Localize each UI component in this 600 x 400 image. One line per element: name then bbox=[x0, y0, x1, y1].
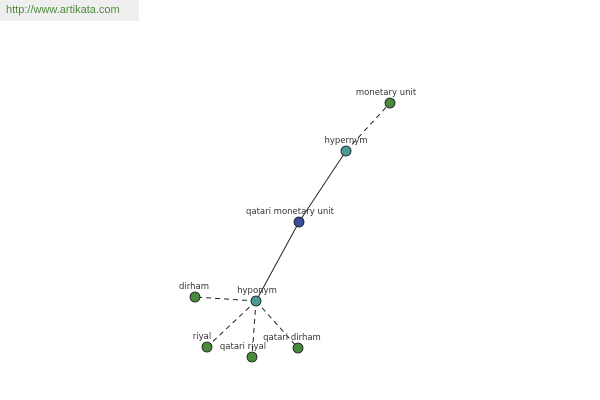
edge-hyponym-to-riyal bbox=[206, 300, 257, 348]
site-url-link[interactable]: http://www.artikata.com bbox=[6, 4, 120, 16]
node-dot-dirham[interactable] bbox=[189, 291, 201, 303]
edge-hyponym-to-qatari-riyal bbox=[251, 300, 257, 358]
node-dot-monetary-unit[interactable] bbox=[384, 97, 396, 109]
node-dot-qatari-dirham[interactable] bbox=[292, 342, 304, 354]
node-qatari-monetary-unit[interactable]: qatari monetary unit bbox=[246, 207, 335, 228]
node-label-qatari-monetary-unit: qatari monetary unit bbox=[246, 207, 335, 217]
node-qatari-riyal[interactable]: qatari riyal bbox=[220, 342, 266, 363]
node-dot-qatari-riyal[interactable] bbox=[246, 351, 258, 363]
node-label-qatari-dirham: qatari dirham bbox=[263, 333, 321, 343]
graph-edges bbox=[194, 102, 391, 358]
node-dot-hyponym[interactable] bbox=[250, 295, 262, 307]
node-monetary-unit[interactable]: monetary unit bbox=[356, 88, 417, 109]
node-dot-hypernym[interactable] bbox=[340, 145, 352, 157]
node-riyal[interactable]: riyal bbox=[193, 332, 213, 353]
graph-nodes: qatari monetary unit hypernym monetary uni… bbox=[179, 88, 417, 363]
node-dot-qatari-monetary-unit[interactable] bbox=[293, 216, 305, 228]
node-hypernym[interactable]: hypernym bbox=[324, 136, 368, 157]
node-qatari-dirham[interactable]: qatari dirham bbox=[263, 333, 321, 354]
node-dot-riyal[interactable] bbox=[201, 341, 213, 353]
node-label-riyal: riyal bbox=[193, 332, 211, 342]
node-label-qatari-riyal: qatari riyal bbox=[220, 342, 266, 352]
edge-hyponym-to-dirham bbox=[194, 296, 257, 302]
edge-hyponym-to-qatari-dirham bbox=[255, 300, 299, 349]
node-hyponym[interactable]: hyponym bbox=[237, 286, 277, 307]
node-label-hypernym: hypernym bbox=[324, 136, 367, 146]
edge-hypernym-to-monetary-unit bbox=[345, 102, 391, 152]
url-bar: http://www.artikata.com bbox=[0, 0, 139, 21]
node-label-hyponym: hyponym bbox=[237, 286, 277, 296]
node-label-dirham: dirham bbox=[179, 282, 209, 292]
edge-qatari-monetary-unit-to-hyponym bbox=[255, 221, 300, 302]
node-label-monetary-unit: monetary unit bbox=[356, 88, 417, 98]
node-dirham[interactable]: dirham bbox=[179, 282, 209, 303]
edge-qatari-monetary-unit-to-hypernym bbox=[298, 150, 347, 223]
